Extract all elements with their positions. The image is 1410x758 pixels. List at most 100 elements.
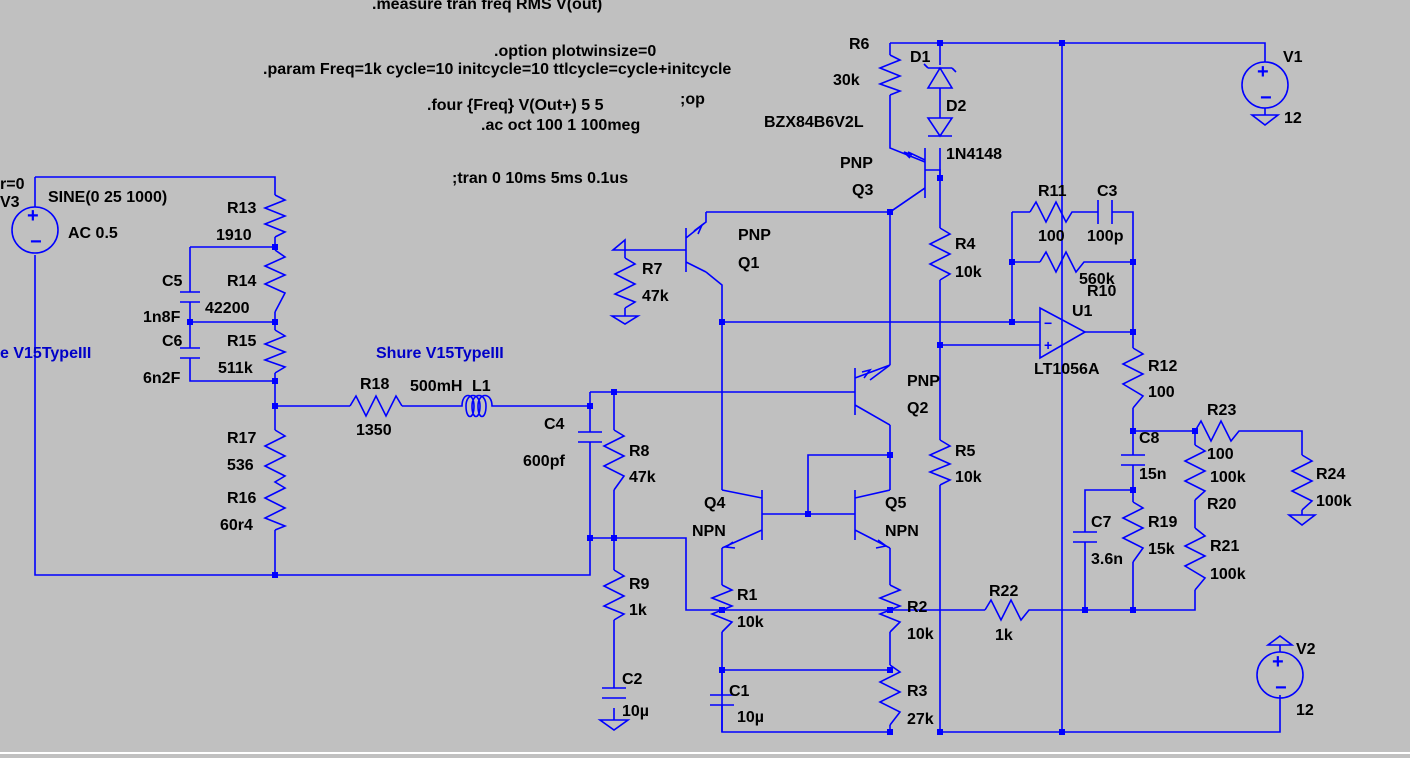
components-r12-value-label: 100 (1148, 384, 1175, 401)
components-c1-name-label: C1 (729, 683, 750, 700)
v3-ac-label: AC 0.5 (68, 225, 118, 242)
r1-symbol (709, 584, 735, 633)
components-c4-name-label: C4 (544, 416, 565, 433)
r3-symbol (878, 664, 902, 726)
components-r20-value-label: 100k (1210, 469, 1246, 486)
components-u1-name-label: U1 (1072, 303, 1093, 320)
components-c7-value-label: 3.6n (1091, 551, 1123, 568)
plus-icon: + (27, 205, 39, 227)
r23-symbol (1194, 419, 1245, 443)
directives: .measure tran freq RMS V(out) .option pl… (263, 0, 731, 187)
r10-symbol (1039, 250, 1090, 274)
components-q4-name-label: Q4 (704, 495, 725, 512)
components-r6-name-label: R6 (849, 36, 870, 53)
grounds (597, 114, 1318, 731)
components-r18-value-label: 1350 (356, 422, 392, 439)
components-r24-name-label: R24 (1316, 466, 1345, 483)
components-c6-value-label: 6n2F (143, 370, 181, 387)
components-r7-name-label: R7 (642, 261, 663, 278)
components-c4-value-label: 600pf (523, 453, 565, 470)
components-r4-value-label: 10k (955, 264, 982, 281)
components-r12-name-label: R12 (1148, 358, 1177, 375)
components-q5-name-label: Q5 (885, 495, 906, 512)
plus-icon: + (1044, 337, 1052, 353)
components-l1-value-label: 500mH (410, 378, 462, 395)
ground-icon (1249, 114, 1281, 127)
v2-name-label: V2 (1296, 641, 1316, 658)
components-r22-value-label: 1k (995, 627, 1013, 644)
v2-symbol (1256, 651, 1304, 699)
components-q2-type-label: PNP (907, 373, 940, 390)
v1-name-label: V1 (1283, 49, 1303, 66)
components-q2-name-label: Q2 (907, 400, 928, 417)
components-c5-value-label: 1n8F (143, 309, 181, 326)
minus-icon: − (1275, 677, 1287, 699)
components-r14-name-label: R14 (227, 273, 256, 290)
components-r13-value-label: 1910 (216, 227, 252, 244)
voltage-sources: + − + − + − (11, 61, 1304, 699)
ground-icon (609, 315, 641, 325)
components-q5-type-label: NPN (885, 523, 919, 540)
r18-symbol (349, 394, 403, 418)
diodes (923, 63, 957, 138)
components-r19-name-label: R19 (1148, 514, 1177, 531)
components-u1-part-label: LT1056A (1034, 361, 1100, 378)
ground-icon (610, 238, 626, 251)
components-c8-name-label: C8 (1139, 430, 1160, 447)
components-r10-value-label: 560k (1079, 271, 1115, 288)
components-r18-name-label: R18 (360, 376, 389, 393)
components-r3-name-label: R3 (907, 683, 928, 700)
components-r14-value-label: 42200 (205, 300, 250, 317)
r13-symbol (262, 194, 288, 238)
d1-symbol (923, 63, 957, 89)
components-c7-name-label: C7 (1091, 514, 1112, 531)
c7-symbol (1073, 531, 1097, 543)
components-r2-value-label: 10k (907, 626, 934, 643)
c6-symbol (180, 347, 200, 359)
op-directive: ;op (680, 91, 705, 108)
components-r23-value-label: 100 (1207, 446, 1234, 463)
r17-symbol (263, 429, 288, 531)
components-r23-name-label: R23 (1207, 402, 1236, 419)
four-directive: .four {Freq} V(Out+) 5 5 (427, 97, 604, 114)
v3-wave-label: SINE(0 25 1000) (48, 189, 167, 206)
net-label-left: e V15TypeIII (0, 345, 91, 362)
v3-name-label: V3 (0, 194, 20, 211)
components-c3-value-label: 100p (1087, 228, 1124, 245)
option-directive: .option plotwinsize=0 (494, 43, 656, 60)
r7-symbol (613, 257, 637, 309)
components-q3-type-label: PNP (840, 155, 873, 172)
components-q3-name-label: Q3 (852, 182, 873, 199)
components-r8-name-label: R8 (629, 443, 650, 460)
components-r15-value-label: 511k (218, 360, 253, 377)
r9-symbol (602, 569, 626, 621)
c5-symbol (180, 291, 200, 303)
c2-symbol (602, 687, 626, 699)
components-r3-value-label: 27k (907, 711, 934, 728)
r5-symbol (927, 439, 953, 486)
components-q4-type-label: NPN (692, 523, 726, 540)
l1-symbol (455, 394, 506, 418)
v1-value-label: 12 (1284, 110, 1302, 127)
r20-symbol (1183, 444, 1207, 501)
ground-icon (1265, 635, 1295, 646)
components-d1-part-label: BZX84B6V2L (764, 114, 864, 131)
ground-icon (597, 708, 631, 731)
component-labels: r=0 V3 SINE(0 25 1000) AC 0.5 V1 12 V2 1… (0, 36, 1352, 728)
v3-param-label: r=0 (0, 176, 25, 193)
d2-symbol (926, 117, 954, 138)
components-c8-value-label: 15n (1139, 466, 1167, 483)
components-r24-value-label: 100k (1316, 493, 1352, 510)
r15-symbol (262, 329, 288, 374)
r4-symbol (928, 227, 952, 281)
components-r6-value-label: 30k (833, 72, 860, 89)
minus-icon: − (1260, 87, 1272, 109)
components-r16-name-label: R16 (227, 490, 256, 507)
components-q1-type-label: PNP (738, 227, 771, 244)
components-c5-name-label: C5 (162, 273, 183, 290)
components-c2-value-label: 10µ (622, 703, 649, 720)
components-r1-name-label: R1 (737, 587, 758, 604)
minus-icon: − (1044, 315, 1052, 331)
